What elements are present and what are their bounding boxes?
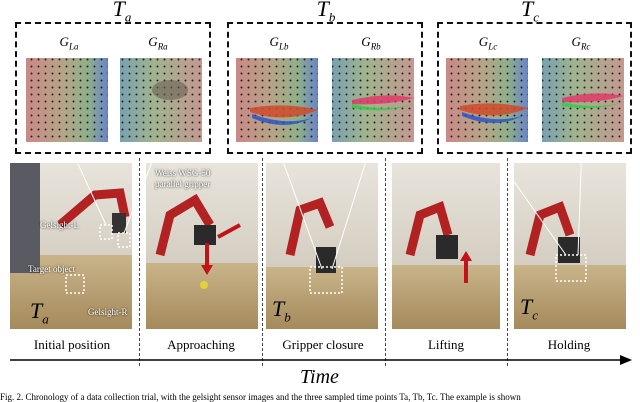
gel-label-lb: GLb xyxy=(269,34,289,52)
photo-panel-holding xyxy=(514,163,626,329)
gel-image-lb xyxy=(236,58,318,142)
gel-image-ra xyxy=(120,58,202,142)
caption-gripper-closure: Gripper closure xyxy=(282,337,364,352)
gelsight-group-c xyxy=(437,22,632,154)
separator-2 xyxy=(262,158,263,366)
connector-ra xyxy=(123,155,156,234)
gelsight-group-b xyxy=(227,22,423,154)
photo-corner-label-a: Ta xyxy=(30,298,49,327)
target-box-a xyxy=(65,274,85,294)
caption-initial-position: Initial position xyxy=(33,337,111,352)
gel-image-rb xyxy=(332,58,414,142)
time-arrow xyxy=(10,355,632,365)
time-axis-label: Time xyxy=(300,366,339,388)
phase-title-a: Ta xyxy=(112,0,132,25)
connector-rb xyxy=(331,155,369,270)
caption-lifting: Lifting xyxy=(427,337,465,352)
connector-rc xyxy=(577,155,583,256)
annotation-target-object: Target object xyxy=(28,264,75,274)
gel-label-la: GLa xyxy=(59,34,79,52)
gel-image-lc xyxy=(446,58,528,142)
photo-corner-label-c: Tc xyxy=(520,294,539,323)
gel-image-la xyxy=(26,58,108,142)
connector-la xyxy=(73,155,107,226)
gel-label-lc: GLc xyxy=(478,34,498,52)
gel-label-rb: GRb xyxy=(361,34,381,52)
gelsight-images xyxy=(26,58,624,142)
caption-approaching: Approaching xyxy=(167,337,235,352)
phase-title-c: Tc xyxy=(520,0,540,25)
connector-lb xyxy=(280,155,323,270)
robot-photos xyxy=(10,155,626,329)
separator-4 xyxy=(507,158,508,366)
separator-1 xyxy=(139,158,140,366)
target-box-b xyxy=(309,266,343,294)
annotation-gripper-line2: parallel gripper xyxy=(155,179,211,189)
phase-title-b: Tb xyxy=(316,0,336,25)
caption-holding: Holding xyxy=(547,337,591,352)
gel-label-rc: GRc xyxy=(571,34,591,52)
gel-label-ra: GRa xyxy=(148,34,168,52)
photo-panel-gripper-closure xyxy=(266,163,378,329)
annotation-gelsight-r: Gelsight-R xyxy=(88,307,128,317)
figure-caption: Fig. 2. Chronology of a data collection … xyxy=(0,392,521,402)
connector-lc xyxy=(494,155,567,256)
gel-image-rc xyxy=(542,58,624,142)
photo-panel-approaching xyxy=(146,163,258,329)
separator-3 xyxy=(385,158,386,366)
photo-panel-initial xyxy=(10,163,132,329)
gelsight-group-a xyxy=(15,22,211,154)
photo-panel-lifting xyxy=(392,163,500,329)
annotation-gripper-line1: Weiss WSG-50 xyxy=(155,168,211,178)
annotation-gelsight-l: Gelsight-L xyxy=(40,220,79,230)
photo-corner-label-b: Tb xyxy=(272,296,291,325)
